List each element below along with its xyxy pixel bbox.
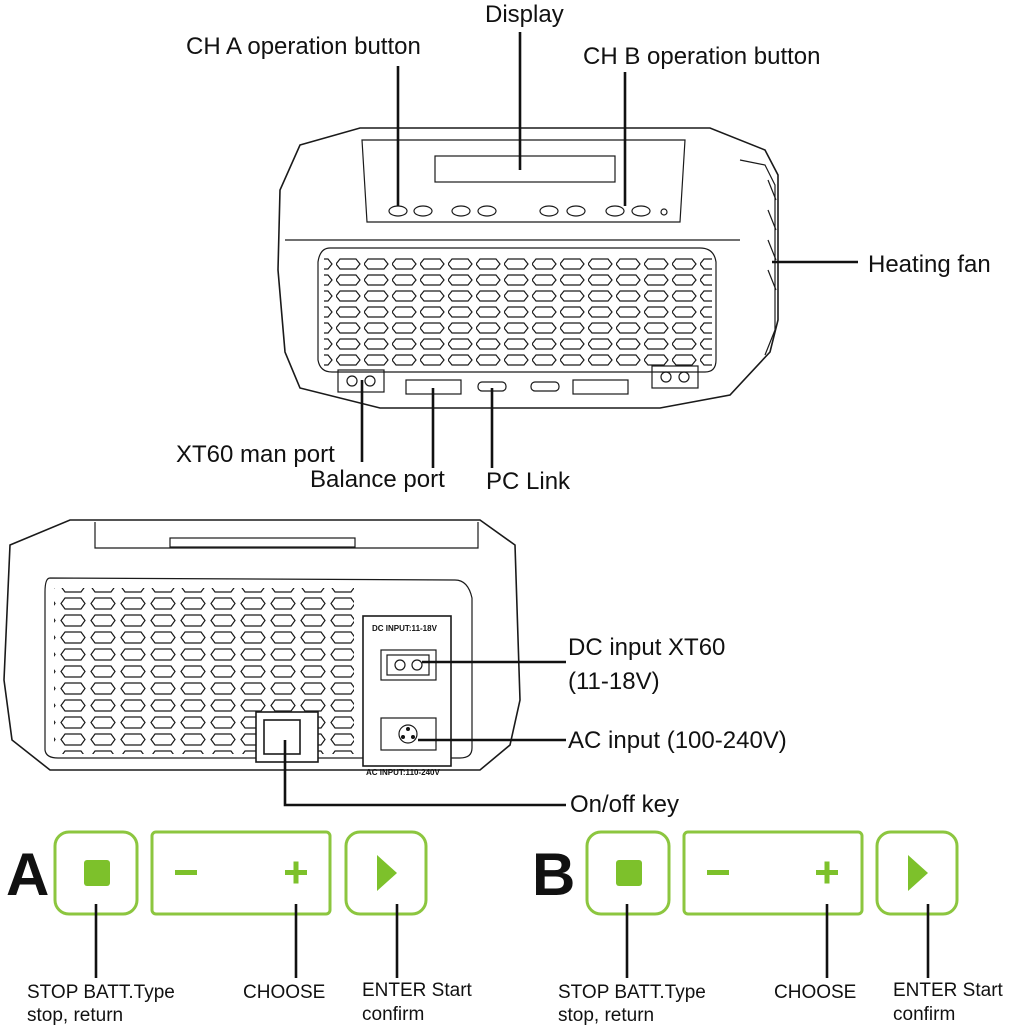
dc-input-label-line2: (11-18V): [568, 668, 660, 695]
button-panel-a: A STOP BATT.Type stop, return CHOOSE ENT…: [6, 830, 473, 1026]
choose-label-a: CHOOSE: [243, 982, 325, 1003]
display-label: Display: [485, 1, 564, 28]
play-arrow-icon-a: [377, 855, 397, 891]
stop-label-b-line1: STOP BATT.Type: [558, 982, 706, 1003]
stop-square-icon-b: [616, 860, 642, 886]
front-grille-frame: [317, 247, 717, 373]
play-arrow-icon-b: [908, 855, 928, 891]
ch-a-label: CH A operation button: [186, 33, 421, 60]
enter-label-b-line1: ENTER Start: [893, 980, 1004, 1001]
stop-square-icon-a: [84, 860, 110, 886]
heating-fan-label: Heating fan: [868, 251, 991, 278]
balance-port-right: [572, 379, 629, 395]
choose-label-b: CHOOSE: [774, 982, 856, 1003]
rear-leader-lines: [283, 660, 566, 807]
choose-button-a[interactable]: [150, 830, 332, 916]
top-leader-lines: [360, 32, 858, 468]
rear-top-strip: [94, 522, 479, 549]
xt60-main-port-right: [651, 365, 699, 389]
display-screen: [434, 155, 616, 183]
operation-buttons: [388, 205, 668, 217]
panel-b-letter: B: [532, 841, 575, 908]
rear-display-slot: [169, 537, 356, 548]
on-off-label: On/off key: [570, 791, 679, 818]
pc-link-label: PC Link: [486, 468, 571, 495]
fan-side: [739, 159, 776, 356]
dc-input-label-line1: DC input XT60: [568, 634, 725, 661]
enter-label-a-line1: ENTER Start: [362, 980, 473, 1001]
rear-charger-view: DC INPUT:11-18V AC INPUT:110-240V: [3, 519, 521, 777]
button-panel-b: B STOP BATT.Type stop, return CHOOSE ENT…: [532, 830, 1004, 1026]
minus-icon-b: [707, 870, 729, 875]
ch-b-label: CH B operation button: [583, 43, 820, 70]
pc-link-port-2: [530, 381, 560, 392]
ac-input-panel-text: AC INPUT:110-240V: [366, 768, 440, 777]
heating-fan-icon: [767, 179, 777, 291]
enter-label-b-line2: confirm: [893, 1004, 955, 1025]
minus-icon-a: [175, 870, 197, 875]
stop-label-b-line2: stop, return: [558, 1005, 654, 1026]
dc-input-panel-text: DC INPUT:11-18V: [372, 624, 438, 633]
ac-input-label: AC input (100-240V): [568, 727, 787, 754]
stop-label-a-line2: stop, return: [27, 1005, 123, 1026]
choose-button-b[interactable]: [682, 830, 864, 916]
xt60-main-label: XT60 man port: [176, 441, 335, 468]
front-grille-vents: [324, 254, 712, 366]
top-charger-view: [277, 127, 779, 409]
dc-xt60-socket: [380, 649, 437, 681]
ac-socket: [380, 717, 437, 751]
enter-label-a-line2: confirm: [362, 1004, 424, 1025]
stop-label-a-line1: STOP BATT.Type: [27, 982, 175, 1003]
balance-port-label: Balance port: [310, 466, 445, 493]
panel-a-letter: A: [6, 841, 49, 908]
top-panel: [361, 139, 686, 223]
